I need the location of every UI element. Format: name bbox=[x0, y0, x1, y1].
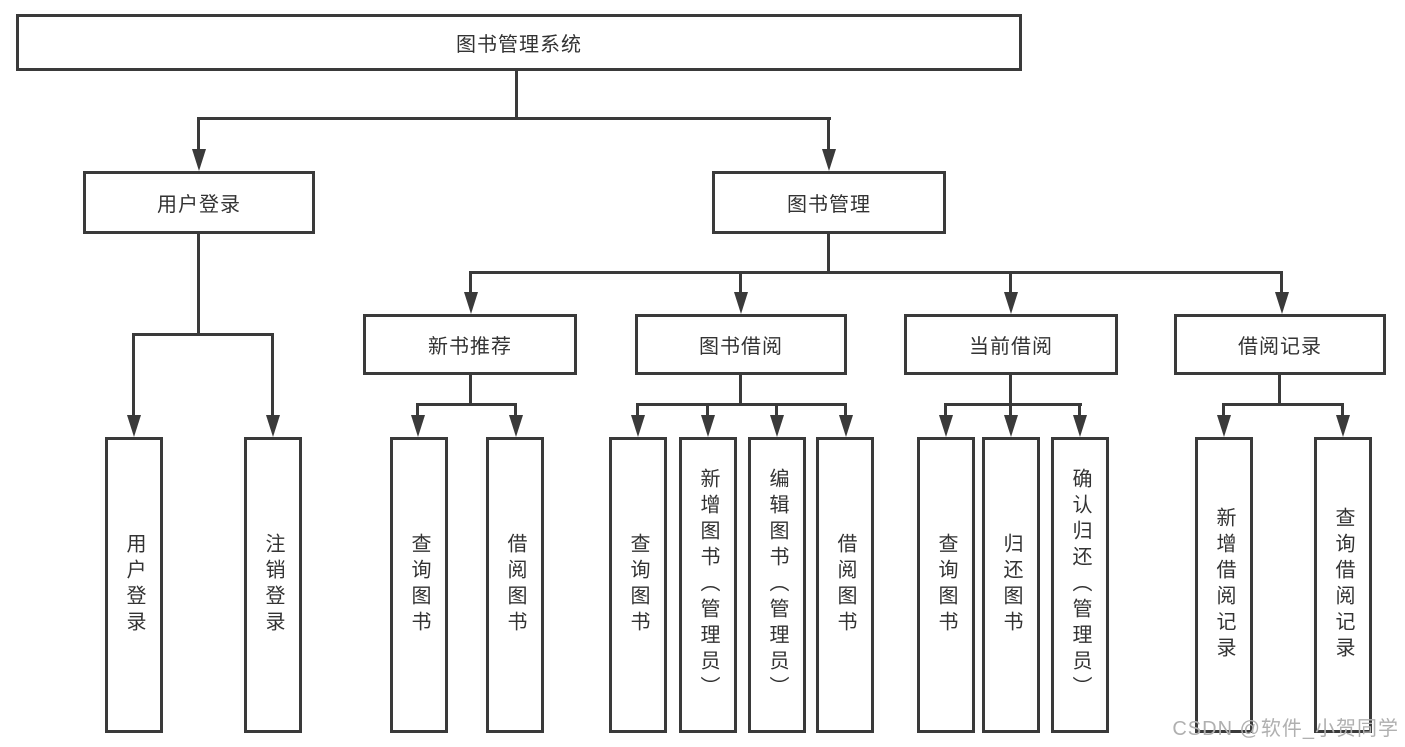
node-label: 查询图书 bbox=[627, 533, 649, 637]
connector-line bbox=[827, 117, 830, 153]
connector-line bbox=[197, 117, 831, 120]
arrowhead-down-icon bbox=[734, 292, 748, 314]
leaf-confirm-return-admin: 确认归还（管理员） bbox=[1051, 437, 1109, 733]
leaf-edit-books-admin: 编辑图书（管理员） bbox=[748, 437, 806, 733]
arrowhead-down-icon bbox=[1073, 415, 1087, 437]
node-label: 新增图书（管理员） bbox=[697, 468, 719, 702]
leaf-add-books-admin: 新增图书（管理员） bbox=[679, 437, 737, 733]
connector-line bbox=[416, 403, 419, 417]
node-root-library-system: 图书管理系统 bbox=[16, 14, 1022, 71]
arrowhead-down-icon bbox=[509, 415, 523, 437]
node-borrow-records: 借阅记录 bbox=[1174, 314, 1386, 375]
connector-line bbox=[775, 403, 778, 417]
leaf-query-books-borrow: 查询图书 bbox=[609, 437, 667, 733]
arrowhead-down-icon bbox=[1004, 292, 1018, 314]
node-label: 用户登录 bbox=[157, 194, 241, 216]
arrowhead-down-icon bbox=[631, 415, 645, 437]
arrowhead-down-icon bbox=[1004, 415, 1018, 437]
arrowhead-down-icon bbox=[127, 415, 141, 437]
connector-line bbox=[197, 117, 200, 153]
node-label: 查询图书 bbox=[408, 533, 430, 637]
connector-line bbox=[706, 403, 709, 417]
connector-line bbox=[271, 333, 274, 417]
connector-line bbox=[1278, 375, 1281, 406]
connector-line bbox=[636, 403, 639, 417]
node-label: 借阅图书 bbox=[834, 533, 856, 637]
node-label: 注销登录 bbox=[262, 533, 284, 637]
node-label: 查询图书 bbox=[935, 533, 957, 637]
node-label: 图书管理 bbox=[787, 194, 871, 216]
arrowhead-down-icon bbox=[770, 415, 784, 437]
connector-line bbox=[1280, 271, 1283, 294]
node-label: 新书推荐 bbox=[428, 336, 512, 358]
node-label: 图书借阅 bbox=[699, 336, 783, 358]
node-user-login: 用户登录 bbox=[83, 171, 315, 234]
leaf-logout: 注销登录 bbox=[244, 437, 302, 733]
leaf-borrow-books-recommend: 借阅图书 bbox=[486, 437, 544, 733]
connector-line bbox=[416, 403, 517, 406]
node-current-borrow: 当前借阅 bbox=[904, 314, 1118, 375]
leaf-add-borrow-record: 新增借阅记录 bbox=[1195, 437, 1253, 733]
connector-line bbox=[827, 234, 830, 274]
node-label: 借阅记录 bbox=[1238, 336, 1322, 358]
leaf-return-books: 归还图书 bbox=[982, 437, 1040, 733]
arrowhead-down-icon bbox=[1336, 415, 1350, 437]
connector-line bbox=[469, 375, 472, 406]
node-new-book-recommend: 新书推荐 bbox=[363, 314, 577, 375]
arrowhead-down-icon bbox=[701, 415, 715, 437]
leaf-borrow-books: 借阅图书 bbox=[816, 437, 874, 733]
connector-line bbox=[944, 403, 1082, 406]
connector-line bbox=[1009, 375, 1012, 406]
connector-line bbox=[1222, 403, 1344, 406]
node-book-management: 图书管理 bbox=[712, 171, 946, 234]
connector-line bbox=[469, 271, 1283, 274]
arrowhead-down-icon bbox=[822, 149, 836, 171]
leaf-user-login: 用户登录 bbox=[105, 437, 163, 733]
connector-line bbox=[132, 333, 135, 417]
connector-line bbox=[197, 234, 200, 336]
node-label: 查询借阅记录 bbox=[1332, 507, 1354, 663]
connector-line bbox=[515, 70, 518, 119]
node-label: 归还图书 bbox=[1000, 533, 1022, 637]
arrowhead-down-icon bbox=[1275, 292, 1289, 314]
node-label: 新增借阅记录 bbox=[1213, 507, 1235, 663]
node-label: 用户登录 bbox=[123, 533, 145, 637]
connector-line bbox=[1078, 403, 1081, 417]
connector-line bbox=[636, 403, 847, 406]
connector-line bbox=[132, 333, 274, 336]
arrowhead-down-icon bbox=[839, 415, 853, 437]
arrowhead-down-icon bbox=[939, 415, 953, 437]
arrowhead-down-icon bbox=[464, 292, 478, 314]
node-label: 当前借阅 bbox=[969, 336, 1053, 358]
leaf-query-borrow-record: 查询借阅记录 bbox=[1314, 437, 1372, 733]
connector-line bbox=[1222, 403, 1225, 417]
connector-line bbox=[469, 271, 472, 294]
node-label: 借阅图书 bbox=[504, 533, 526, 637]
arrowhead-down-icon bbox=[266, 415, 280, 437]
arrowhead-down-icon bbox=[411, 415, 425, 437]
connector-line bbox=[844, 403, 847, 417]
node-label: 编辑图书（管理员） bbox=[766, 468, 788, 702]
arrowhead-down-icon bbox=[1217, 415, 1231, 437]
connector-line bbox=[1009, 403, 1012, 417]
arrowhead-down-icon bbox=[192, 149, 206, 171]
node-book-borrow: 图书借阅 bbox=[635, 314, 847, 375]
node-label: 图书管理系统 bbox=[456, 34, 582, 56]
connector-line bbox=[1341, 403, 1344, 417]
connector-line bbox=[739, 375, 742, 406]
csdn-watermark: CSDN @软件_小贺同学 bbox=[1172, 718, 1399, 740]
connector-line bbox=[944, 403, 947, 417]
leaf-query-books-current: 查询图书 bbox=[917, 437, 975, 733]
connector-line bbox=[1009, 271, 1012, 294]
node-label: 确认归还（管理员） bbox=[1069, 468, 1091, 702]
connector-line bbox=[514, 403, 517, 417]
leaf-query-books-recommend: 查询图书 bbox=[390, 437, 448, 733]
connector-line bbox=[739, 271, 742, 294]
